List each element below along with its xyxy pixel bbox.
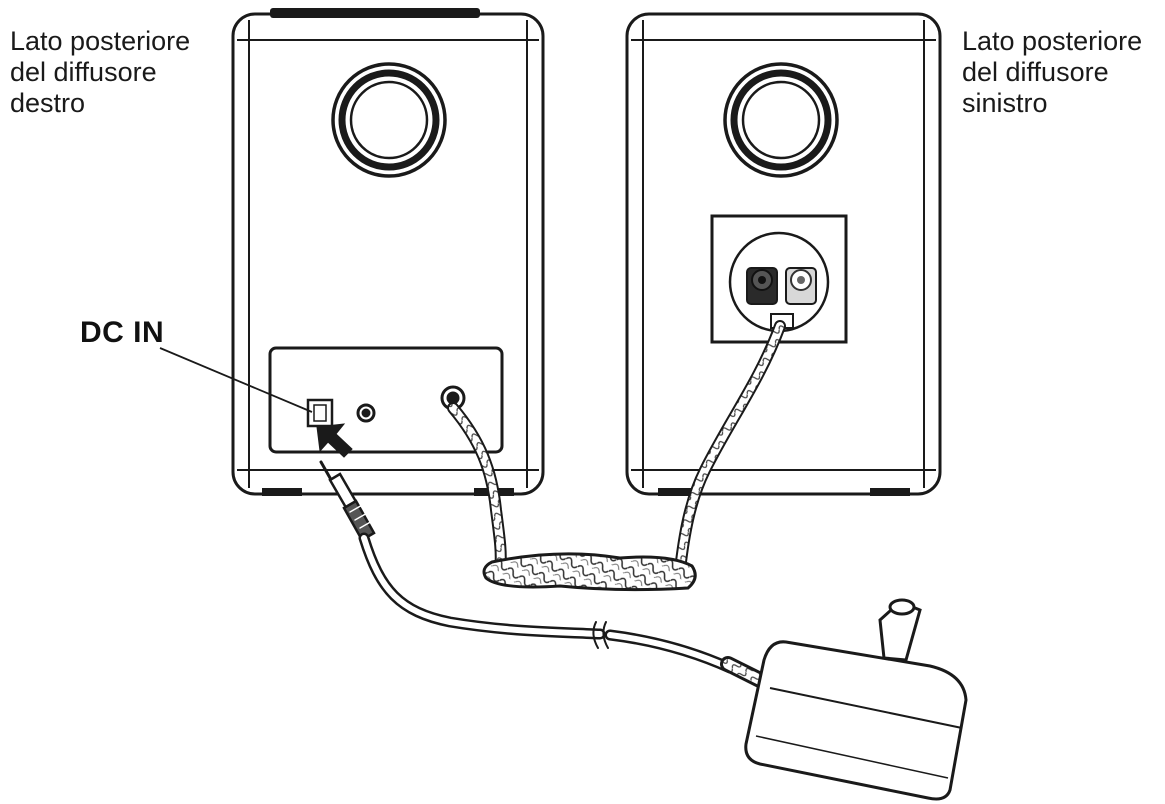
dc-in-callout: [159, 347, 353, 458]
left-speaker-port: [723, 62, 839, 178]
dc-plug: [319, 460, 376, 542]
label-right-line-2: del diffusore: [10, 57, 157, 87]
binding-post-black: [746, 267, 778, 305]
label-left-line-2: del diffusore: [962, 57, 1109, 87]
binding-post-silver: [785, 267, 817, 305]
right-speaker-cabinet: [231, 12, 545, 496]
left-speaker-back: [625, 12, 942, 496]
dc-in-socket: [306, 398, 334, 428]
label-left-line-1: Lato posteriore: [962, 26, 1143, 56]
label-left-speaker-back: Lato posteriore del diffusore sinistro: [962, 26, 1142, 119]
label-dc-in: DC IN: [80, 316, 165, 349]
right-speaker-connector-panel: [268, 346, 504, 454]
cable-bundle: [482, 552, 697, 592]
adapter-body: [744, 640, 968, 801]
left-speaker-cabinet: [625, 12, 942, 496]
label-right-speaker-back: Lato posteriore del diffusore destro: [10, 26, 190, 119]
dc-in-leader-line: [159, 347, 313, 413]
label-left-line-3: sinistro: [962, 88, 1048, 118]
right-speaker-small-jack: [356, 403, 376, 423]
right-speaker-back: [231, 8, 545, 496]
label-right-line-1: Lato posteriore: [10, 26, 191, 56]
insert-arrow-icon: [316, 423, 353, 458]
right-speaker-port: [331, 62, 447, 178]
label-right-line-3: destro: [10, 88, 86, 118]
power-adapter: [744, 598, 968, 801]
speaker-link-cable: [447, 320, 786, 592]
